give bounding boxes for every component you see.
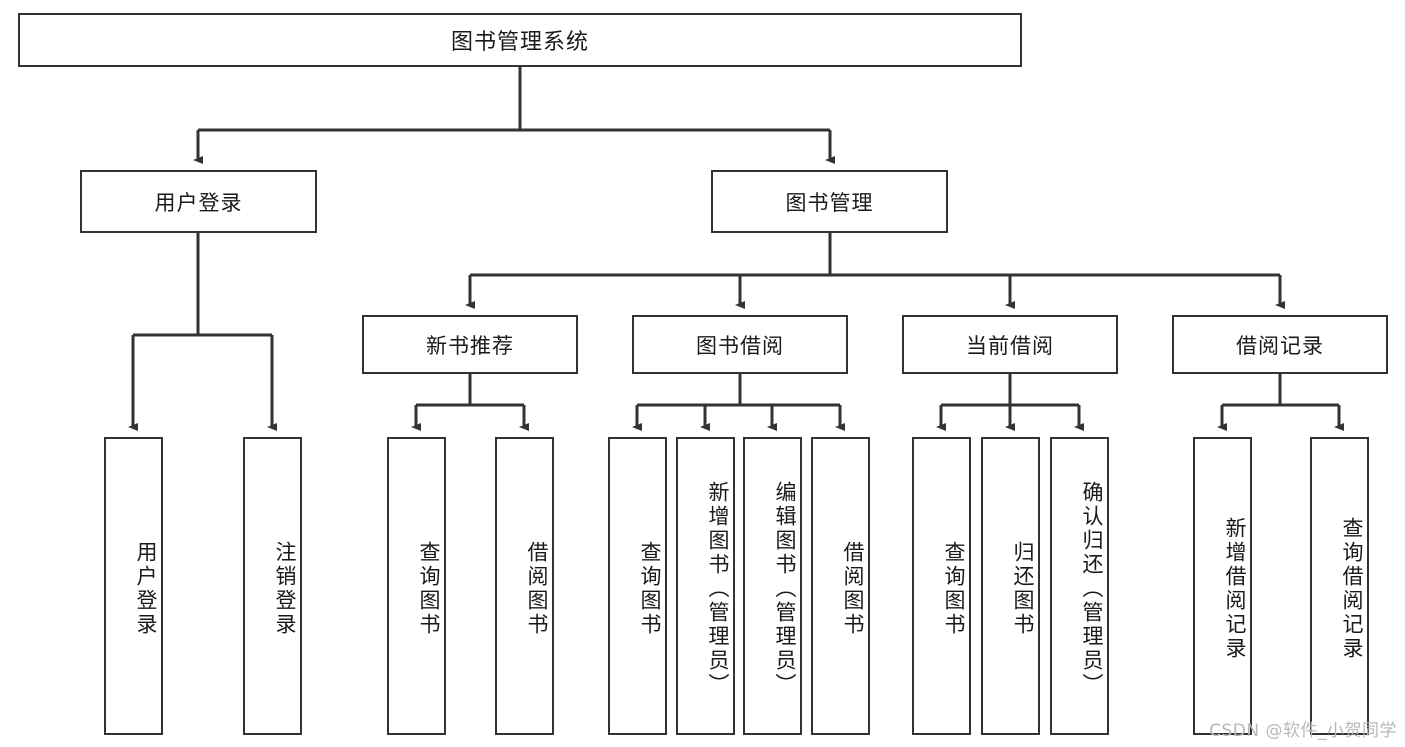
leaf-book-borrow-edit[interactable]: 编辑图书（管理员） bbox=[743, 437, 802, 735]
leaf-book-borrow-lend[interactable]: 借阅图书 bbox=[811, 437, 870, 735]
leaf-book-borrow-query[interactable]: 查询图书 bbox=[608, 437, 667, 735]
leaf-book-borrow-add[interactable]: 新增图书（管理员） bbox=[676, 437, 735, 735]
node-current-borrow[interactable]: 当前借阅 bbox=[902, 315, 1118, 374]
node-book-management[interactable]: 图书管理 bbox=[711, 170, 948, 233]
leaf-user-login-signout[interactable]: 注销登录 bbox=[243, 437, 302, 735]
leaf-current-borrow-confirm-return[interactable]: 确认归还（管理员） bbox=[1050, 437, 1109, 735]
leaf-borrow-record-query[interactable]: 查询借阅记录 bbox=[1310, 437, 1369, 735]
node-root[interactable]: 图书管理系统 bbox=[18, 13, 1022, 67]
node-user-login[interactable]: 用户登录 bbox=[80, 170, 317, 233]
leaf-borrow-record-add[interactable]: 新增借阅记录 bbox=[1193, 437, 1252, 735]
leaf-current-borrow-return[interactable]: 归还图书 bbox=[981, 437, 1040, 735]
leaf-new-book-query[interactable]: 查询图书 bbox=[387, 437, 446, 735]
csdn-watermark: CSDN @软件_小贺同学 bbox=[1209, 721, 1397, 741]
leaf-new-book-borrow[interactable]: 借阅图书 bbox=[495, 437, 554, 735]
node-borrow-record[interactable]: 借阅记录 bbox=[1172, 315, 1388, 374]
node-new-book-recommend[interactable]: 新书推荐 bbox=[362, 315, 578, 374]
leaf-user-login-signin[interactable]: 用户登录 bbox=[104, 437, 163, 735]
node-book-borrow[interactable]: 图书借阅 bbox=[632, 315, 848, 374]
leaf-current-borrow-query[interactable]: 查询图书 bbox=[912, 437, 971, 735]
